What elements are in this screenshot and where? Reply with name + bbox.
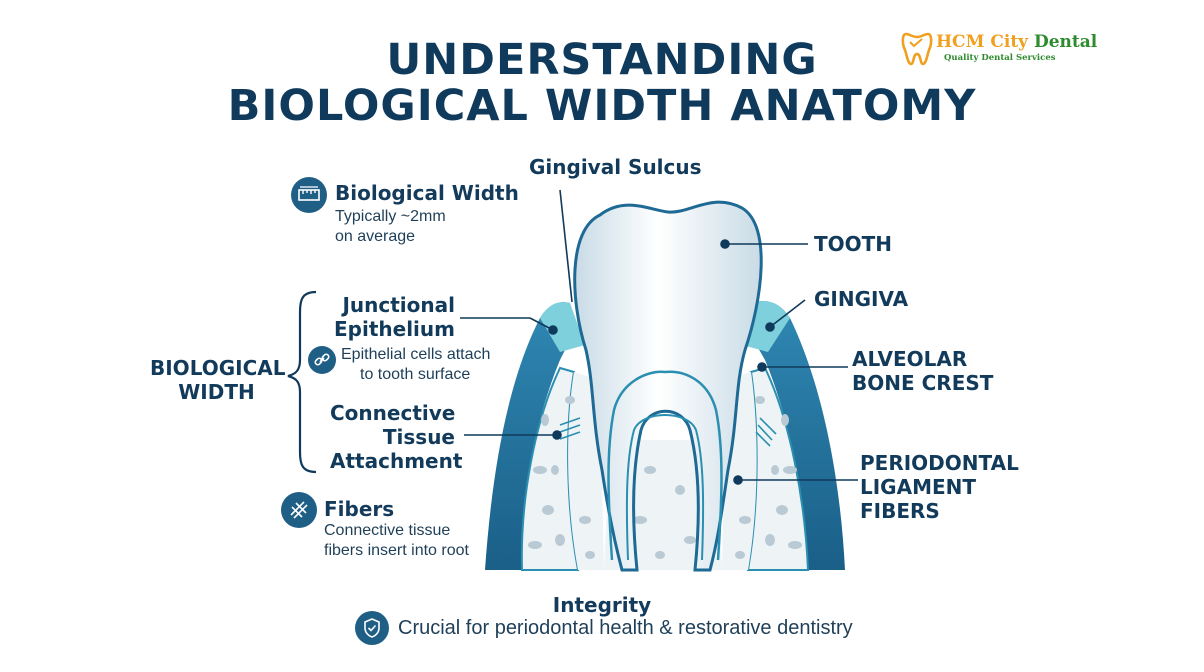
link-icon <box>308 346 336 374</box>
pdl-line-2: LIGAMENT <box>860 475 977 499</box>
title-line-2: BIOLOGICAL WIDTH ANATOMY <box>227 81 977 131</box>
logo-tagline: Quality Dental Services <box>944 53 1056 63</box>
integrity-title: Integrity <box>552 593 652 617</box>
label-gingival-sulcus: Gingival Sulcus <box>529 155 702 179</box>
label-gingiva: GINGIVA <box>814 287 909 311</box>
shield-icon <box>355 611 389 645</box>
je-note-line-1: Epithelial cells attach <box>341 346 491 363</box>
cta-line-3: Attachment <box>330 449 463 473</box>
label-periodontal-ligament: PERIODONTAL LIGAMENT FIBERS <box>860 451 1019 523</box>
junctional-epithelium-region <box>540 302 585 352</box>
label-alveolar-bone-crest: ALVEOLAR BONE CREST <box>852 347 993 395</box>
leader-lines <box>460 189 858 485</box>
pdl-line-3: FIBERS <box>860 499 940 523</box>
gingiva-left <box>485 302 575 570</box>
pdl-fibers <box>559 417 777 447</box>
label-connective-tissue-attachment: Connective Tissue Attachment <box>330 401 463 473</box>
je-note-line-2: to tooth surface <box>360 366 471 383</box>
fibers-title: Fibers <box>324 497 395 521</box>
logo-name: HCM City Dental <box>936 32 1098 52</box>
fibers-icon <box>281 492 317 528</box>
fibers-line-1: Connective tissue <box>324 522 451 539</box>
tooth <box>573 200 763 572</box>
tooth-logo-icon <box>901 32 933 66</box>
gingiva-right <box>748 300 845 570</box>
cta-line-2: Tissue <box>382 425 455 449</box>
integrity-text: Crucial for periodontal health & restora… <box>398 617 853 639</box>
biological-width-line-2: on average <box>335 228 416 245</box>
label-tooth: TOOTH <box>814 232 893 256</box>
cta-line-1: Connective <box>330 401 456 425</box>
je-line-2: Epithelium <box>334 317 455 341</box>
logo: HCM City Dental Quality Dental Services <box>900 30 1097 70</box>
biological-width-line-1: Typically ~2mm <box>335 208 446 225</box>
alveolar-line-1: ALVEOLAR <box>852 347 968 371</box>
biological-width-bracket <box>287 290 317 474</box>
label-junctional-epithelium: Junctional Epithelium <box>330 293 455 341</box>
bw-bracket-line-2: WIDTH <box>178 380 255 404</box>
pdl-line-1: PERIODONTAL <box>860 451 1019 475</box>
biological-width-title: Biological Width <box>335 181 519 205</box>
bw-bracket-line-1: BIOLOGICAL <box>150 356 286 380</box>
title-line-1: UNDERSTANDING <box>386 35 818 85</box>
ruler-icon <box>291 177 327 213</box>
je-line-1: Junctional <box>342 293 455 317</box>
fibers-line-2: fibers insert into root <box>324 542 469 559</box>
label-biological-width-bracket: BIOLOGICAL WIDTH <box>150 356 286 404</box>
alveolar-line-2: BONE CREST <box>852 371 994 395</box>
